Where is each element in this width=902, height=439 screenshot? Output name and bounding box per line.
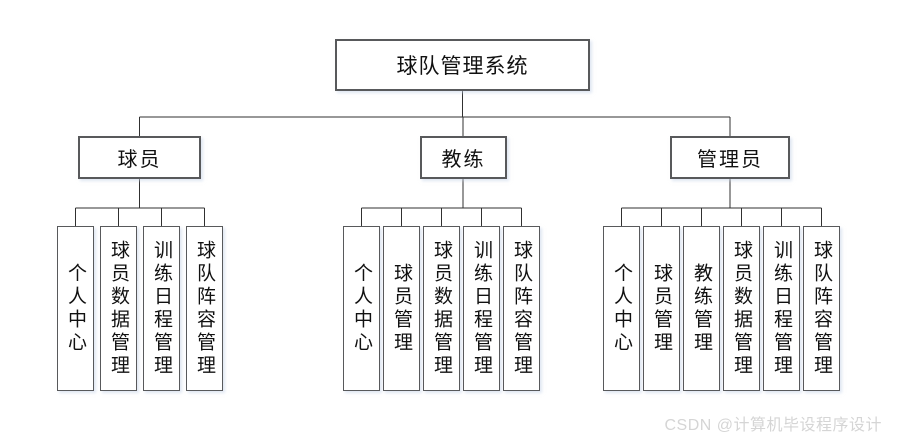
leaf-label: 训练日程管理: [771, 239, 792, 378]
branch-node-player-label: 球员: [117, 149, 162, 171]
branch-node-coach-label: 教练: [441, 149, 486, 171]
leaf-label: 球队阵容管理: [811, 239, 832, 378]
leaf-label: 球队阵容管理: [194, 239, 215, 378]
player-leaf-personal-center: 个人中心: [57, 226, 94, 391]
admin-leaf-player-management: 球员管理: [643, 226, 680, 391]
branch-node-player: 球员: [78, 136, 201, 179]
csdn-watermark: CSDN @计算机毕设程序设计: [664, 417, 882, 434]
leaf-label: 球员数据管理: [431, 239, 452, 378]
leaf-label: 球员数据管理: [731, 239, 752, 378]
leaf-label: 球队阵容管理: [511, 239, 532, 378]
coach-leaf-player-data-management: 球员数据管理: [423, 226, 460, 391]
leaf-label: 球员数据管理: [108, 239, 129, 378]
leaf-label: 个人中心: [611, 262, 632, 355]
player-leaf-player-data-management: 球员数据管理: [100, 226, 137, 391]
leaf-label: 训练日程管理: [471, 239, 492, 378]
coach-leaf-team-lineup-management: 球队阵容管理: [503, 226, 540, 391]
admin-leaf-player-data-management: 球员数据管理: [723, 226, 760, 391]
branch-node-admin: 管理员: [670, 136, 790, 179]
leaf-label: 训练日程管理: [151, 239, 172, 378]
leaf-label: 个人中心: [351, 262, 372, 355]
branch-node-coach: 教练: [420, 136, 507, 179]
root-node-label: 球队管理系统: [396, 54, 529, 78]
leaf-label: 个人中心: [65, 262, 86, 355]
admin-leaf-personal-center: 个人中心: [603, 226, 640, 391]
player-leaf-team-lineup-management: 球队阵容管理: [186, 226, 223, 391]
coach-leaf-training-schedule-management: 训练日程管理: [463, 226, 500, 391]
admin-leaf-training-schedule-management: 训练日程管理: [763, 226, 800, 391]
admin-leaf-team-lineup-management: 球队阵容管理: [803, 226, 840, 391]
root-node-team-management-system: 球队管理系统: [335, 39, 590, 91]
leaf-label: 球员管理: [651, 262, 672, 355]
leaf-label: 球员管理: [391, 262, 412, 355]
branch-node-admin-label: 管理员: [697, 149, 763, 171]
coach-leaf-personal-center: 个人中心: [343, 226, 380, 391]
leaf-label: 教练管理: [691, 262, 712, 355]
admin-leaf-coach-management: 教练管理: [683, 226, 720, 391]
player-leaf-training-schedule-management: 训练日程管理: [143, 226, 180, 391]
coach-leaf-player-management: 球员管理: [383, 226, 420, 391]
